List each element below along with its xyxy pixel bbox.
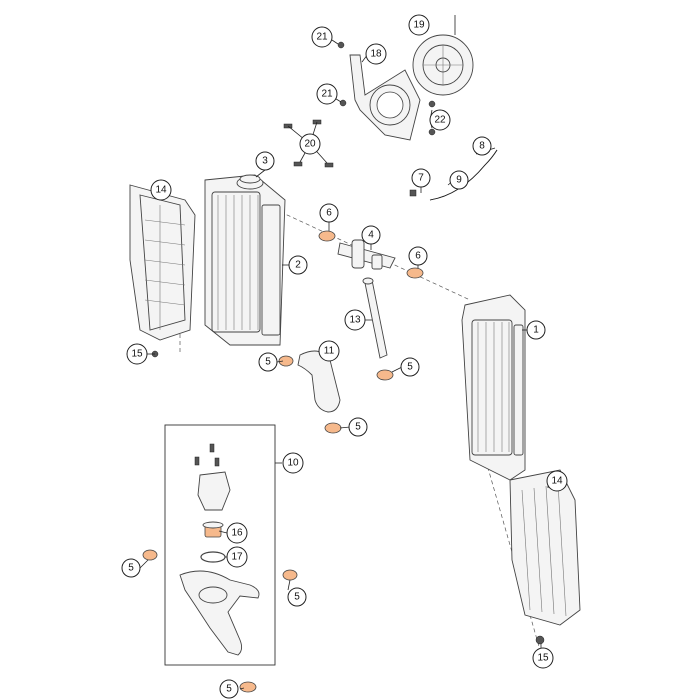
callout-6-right-label: 6 [415, 251, 421, 262]
callout-17-label: 17 [231, 552, 243, 563]
callout-20: 20 [299, 133, 321, 155]
fan-bracket [349, 54, 421, 141]
callout-18-label: 18 [370, 49, 382, 60]
callout-4: 4 [361, 225, 381, 245]
thermostat-hose-assembly [179, 570, 260, 656]
thermostat-housing [197, 471, 231, 511]
callout-19-label: 19 [413, 20, 425, 31]
callout-10: 10 [282, 452, 304, 474]
callout-14-right-label: 14 [551, 476, 563, 487]
callout-17: 17 [226, 546, 248, 568]
callout-22: 22 [429, 109, 451, 131]
callout-5-e-label: 5 [294, 592, 300, 603]
callout-2: 2 [288, 255, 308, 275]
callout-18: 18 [365, 43, 387, 65]
callout-5-c-label: 5 [355, 422, 361, 433]
callout-7: 7 [411, 168, 431, 188]
t-fitting [337, 239, 396, 270]
callout-2-label: 2 [295, 260, 301, 271]
callout-15-right: 15 [532, 647, 554, 669]
hose-clamps-mid [278, 355, 394, 434]
callout-14-left: 14 [150, 179, 172, 201]
callout-5-b-label: 5 [407, 362, 413, 373]
o-ring [200, 551, 226, 563]
callout-14-right: 14 [546, 470, 568, 492]
left-radiator [204, 174, 286, 346]
callout-16-label: 16 [231, 528, 243, 539]
callout-10-label: 10 [287, 458, 299, 469]
right-radiator [461, 294, 526, 481]
left-radiator-shroud [129, 184, 196, 341]
callout-21-upper-label: 21 [316, 32, 328, 43]
callout-3: 3 [255, 151, 275, 171]
right-radiator-shroud [509, 469, 581, 626]
callout-5-e: 5 [287, 587, 307, 607]
callout-1-label: 1 [533, 325, 539, 336]
callout-4-label: 4 [368, 230, 374, 241]
callout-6-right: 6 [408, 246, 428, 266]
hose-clamps-lower [142, 549, 298, 693]
hose-clamp-right [406, 267, 424, 279]
callout-5-b: 5 [400, 357, 420, 377]
callout-15-right-label: 15 [537, 653, 549, 664]
callout-3-label: 3 [262, 156, 268, 167]
callout-8: 8 [472, 136, 492, 156]
callout-21-upper: 21 [311, 26, 333, 48]
callout-7-label: 7 [418, 173, 424, 184]
callout-5-f: 5 [219, 679, 239, 699]
callout-13-label: 13 [349, 315, 361, 326]
callout-5-a-label: 5 [265, 357, 271, 368]
callout-9-label: 9 [456, 175, 462, 186]
hose-clamp-upper [318, 230, 336, 242]
callout-14-left-label: 14 [155, 185, 167, 196]
callout-13: 13 [344, 309, 366, 331]
callout-1: 1 [526, 320, 546, 340]
thermostat-kit-frame [164, 424, 282, 666]
radiator-cap [236, 174, 264, 190]
callout-5-c: 5 [348, 417, 368, 437]
callout-5-f-label: 5 [226, 684, 232, 695]
callout-6-upper-label: 6 [326, 208, 332, 219]
coolant-pipe [362, 277, 388, 359]
cooling-fan [412, 15, 474, 96]
thermostat-insert [202, 521, 224, 538]
callout-21-lower: 21 [316, 83, 338, 105]
callout-5-d-label: 5 [128, 563, 134, 574]
callout-15-left: 15 [126, 343, 148, 365]
callout-20-label: 20 [304, 139, 316, 150]
callout-21-lower-label: 21 [321, 89, 333, 100]
callout-15-left-label: 15 [131, 349, 143, 360]
callout-9: 9 [449, 170, 469, 190]
callout-22-label: 22 [434, 115, 446, 126]
callout-11-label: 11 [324, 346, 335, 357]
callout-6-upper: 6 [319, 203, 339, 223]
overflow-hose [429, 149, 498, 201]
callout-5-d: 5 [121, 558, 141, 578]
callout-11: 11 [318, 340, 340, 362]
callout-19: 19 [408, 14, 430, 36]
callout-16: 16 [226, 522, 248, 544]
callout-8-label: 8 [479, 141, 485, 152]
callout-5-a: 5 [258, 352, 278, 372]
